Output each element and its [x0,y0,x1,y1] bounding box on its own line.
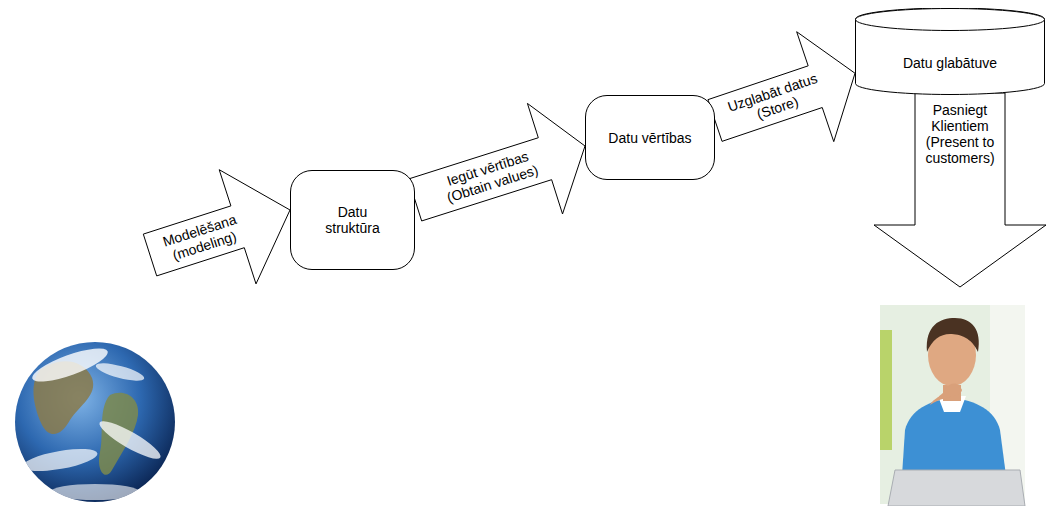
block-arrow [143,170,290,284]
laptop [888,470,1025,506]
earth-globe [15,342,175,502]
datastore-cylinder: Datu glabātuve [855,8,1045,95]
earth-picture [15,342,175,502]
process-box: Datu struktūra [290,170,415,270]
earth-cloud [50,484,140,500]
cylinder-body [856,8,1045,95]
earth-cloud [21,445,99,476]
arrow-label: Pasniegt Klientiem (Present to customers… [920,102,1000,166]
node-label: Datu struktūra [313,204,393,236]
cylinder-top [856,9,1045,31]
block-arrow [708,32,855,142]
person-hair [927,318,979,352]
photo-background [880,330,892,450]
earth-cloud [94,360,145,385]
block-arrow [874,93,1046,287]
process-box: Datu vērtības [585,95,715,180]
earth-cloud [96,416,165,465]
block-arrow [408,103,585,221]
person-hand [930,383,962,405]
cylinder-outline [855,8,1045,95]
person-photo [880,305,1025,506]
node-label: Datu vērtības [608,130,691,146]
node-label: Datu glabātuve [903,55,997,71]
